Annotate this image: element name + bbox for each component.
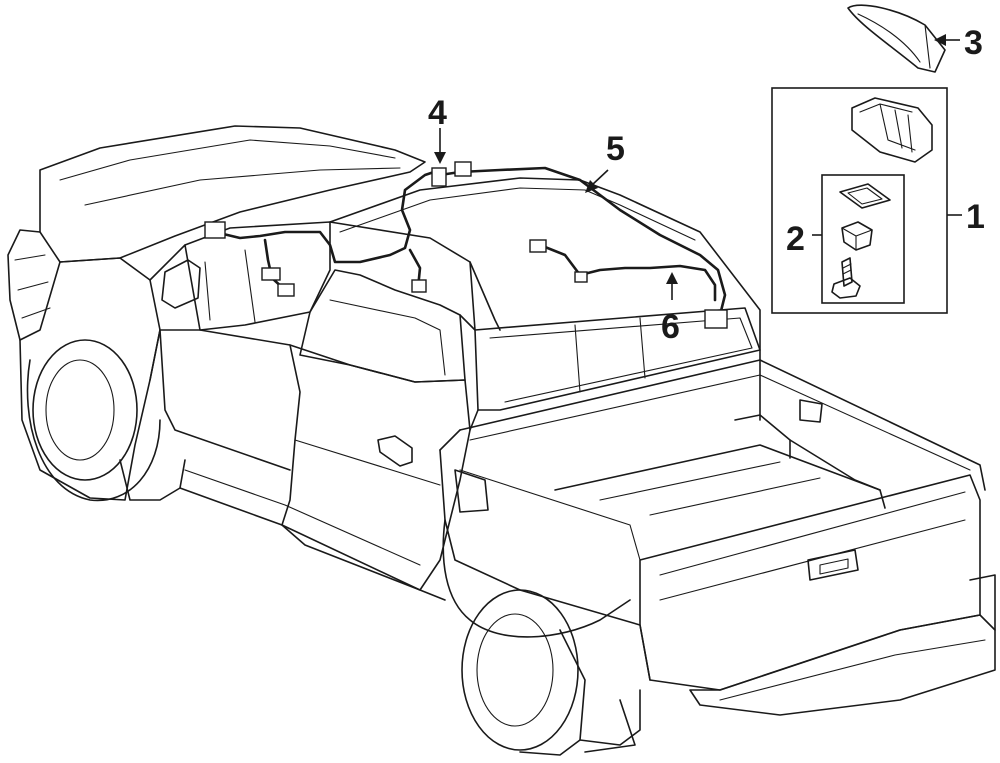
- connector-b-pillar-icon: [411, 279, 427, 293]
- connector-front-left-icon: [204, 221, 226, 239]
- callout-3: 3: [964, 24, 983, 62]
- callout-6: 6: [661, 308, 680, 346]
- leader-lines: [434, 34, 962, 300]
- callout-1: 1: [966, 198, 985, 236]
- bolt-icon: [831, 257, 861, 299]
- antenna-module-icon: [851, 97, 933, 163]
- clip-nut-icon: [841, 221, 873, 251]
- gasket-icon: [839, 183, 891, 209]
- callout-2: 2: [786, 220, 805, 258]
- pickup-truck-outline: [7, 125, 996, 756]
- connector-4-icon: [431, 167, 447, 187]
- callout-4: 4: [428, 94, 447, 132]
- shark-fin-antenna-icon: [847, 4, 946, 73]
- connector-rear-right-icon: [704, 309, 728, 329]
- callout-5: 5: [606, 130, 625, 168]
- roof-wire-harness: [204, 161, 728, 329]
- clip-icon: [574, 271, 588, 283]
- connector-6-icon: [529, 239, 547, 253]
- part-assembly-box-1: [771, 87, 948, 314]
- connector-pillar-icon: [261, 267, 281, 281]
- connector-pillar-lower-icon: [277, 283, 295, 297]
- part-box-2: [821, 174, 905, 304]
- connector-4b-icon: [454, 161, 472, 177]
